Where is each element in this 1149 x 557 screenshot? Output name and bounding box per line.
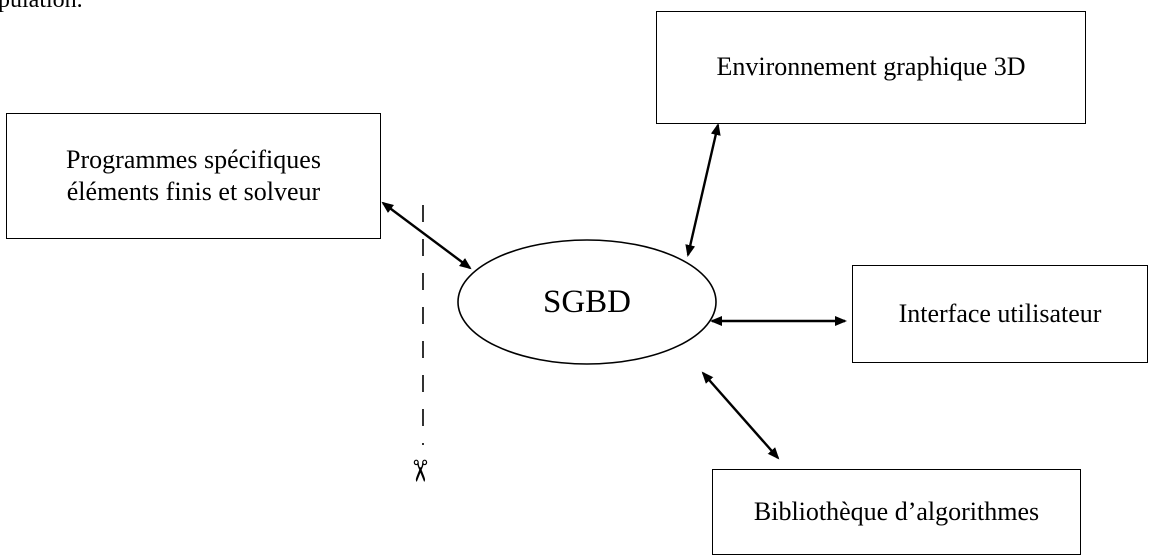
node-environnement-graphique-label: Environnement graphique 3D bbox=[716, 52, 1026, 82]
node-programmes-specifiques-label-line1: Programmes spécifiques bbox=[66, 144, 321, 174]
node-interface-utilisateur-label: Interface utilisateur bbox=[898, 298, 1102, 328]
node-bibliotheque-algorithmes: Bibliothèque d’algorithmes bbox=[712, 469, 1081, 555]
arrow-env-sgbd bbox=[685, 123, 721, 257]
page-fragment-text: pulation. bbox=[0, 0, 83, 13]
node-bibliotheque-algorithmes-label: Bibliothèque d’algorithmes bbox=[753, 496, 1040, 526]
node-interface-utilisateur: Interface utilisateur bbox=[852, 265, 1148, 363]
scissors-icon: ✂ bbox=[401, 458, 437, 484]
node-programmes-specifiques: Programmes spécifiques éléments finis et… bbox=[6, 113, 381, 239]
arrow-prog-sgbd bbox=[381, 201, 472, 270]
node-programmes-specifiques-label-line2: éléments finis et solveur bbox=[66, 177, 321, 206]
arrow-biblio-sgbd bbox=[701, 371, 780, 460]
sgbd-ellipse bbox=[457, 239, 717, 365]
node-sgbd-label: SGBD bbox=[542, 283, 632, 320]
node-environnement-graphique: Environnement graphique 3D bbox=[656, 11, 1086, 124]
